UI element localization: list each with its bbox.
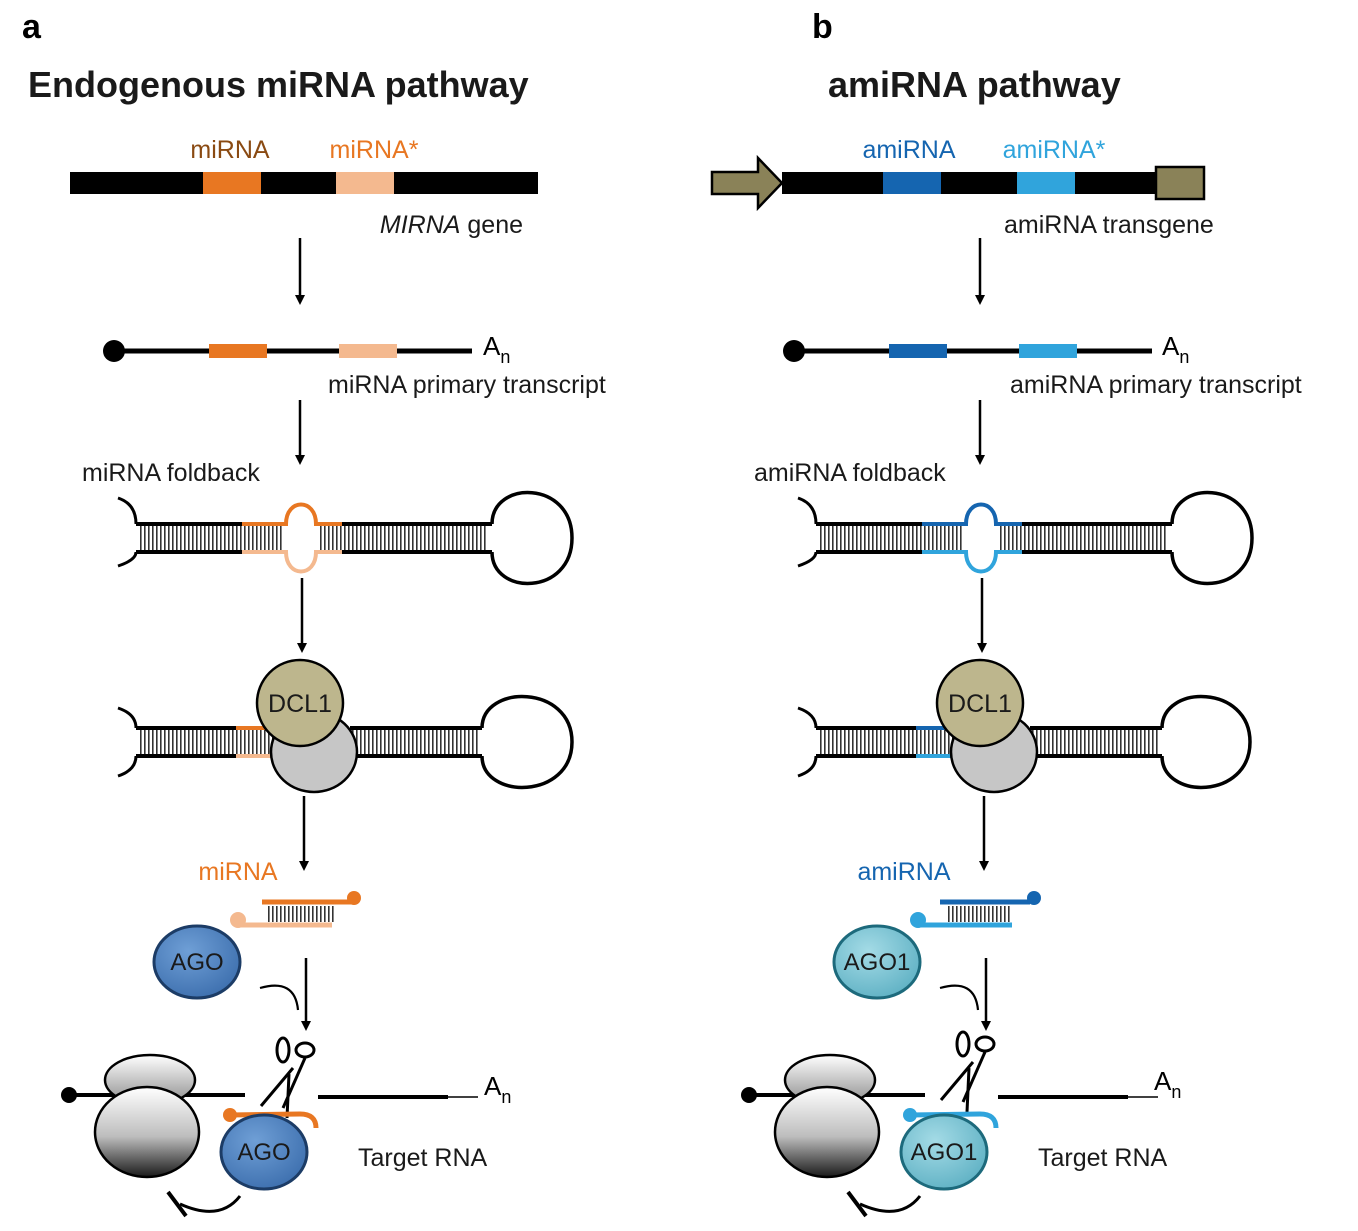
gene-label: MIRNA gene <box>380 211 523 239</box>
target-polyA: An <box>484 1071 511 1107</box>
foldback-label: miRNA foldback <box>82 459 260 487</box>
target-rna-b: An <box>741 1053 1181 1179</box>
ago-free <box>152 924 242 1000</box>
gene-mirna-star-segment <box>336 172 394 194</box>
dicer-label-b: DCL1 <box>948 690 1012 718</box>
ago-loading-arrow <box>259 984 300 1011</box>
ribosome-large <box>93 1085 201 1179</box>
gene-mirna-star-label: miRNA* <box>330 136 419 164</box>
target-polyA-b: An <box>1154 1066 1181 1102</box>
transcript-amirna-segment <box>889 344 947 358</box>
foldback-label-b: amiRNA foldback <box>754 459 946 487</box>
target-rna: An <box>61 1053 511 1179</box>
panel-a-letter: a <box>22 8 42 46</box>
bound-guide-end <box>223 1108 237 1122</box>
transgene-label: amiRNA transgene <box>1004 211 1214 239</box>
dicer-label: DCL1 <box>268 690 332 718</box>
transgene-amirna-segment <box>883 172 941 194</box>
ago-bound <box>219 1113 309 1191</box>
scissors-icon-b <box>939 1030 996 1113</box>
panel-a: a Endogenous miRNA pathway miRNA miRNA* … <box>22 8 606 1218</box>
foldback-hairpin-b <box>797 491 1254 585</box>
terminator-box <box>1154 165 1206 201</box>
scissors-icon <box>259 1036 316 1119</box>
inhibition-bar-b <box>846 1190 868 1218</box>
ago-free-label: AGO <box>170 949 223 976</box>
inhibition-arrow-b <box>859 1195 922 1213</box>
inhibition-arrow <box>179 1195 242 1213</box>
bound-guide <box>229 1111 319 1129</box>
bound-guide-b <box>909 1111 999 1129</box>
panel-b-letter: b <box>812 8 833 46</box>
panel-b: b amiRNA pathway amiRNA amiRNA* amiRNA t… <box>710 8 1302 1218</box>
gene-bar <box>70 172 538 194</box>
bound-guide-end-b <box>903 1108 917 1122</box>
primary-transcript-label-b: amiRNA primary transcript <box>1010 371 1302 399</box>
amirna-duplex <box>910 891 1041 928</box>
transgene-amirna-star-segment <box>1017 172 1075 194</box>
duplex-label-b: amiRNA <box>857 858 950 886</box>
transgene-amirna-star-label: amiRNA* <box>1003 136 1106 164</box>
transcript-mirna-star-segment <box>339 344 397 358</box>
polyA-label-b: An <box>1162 331 1189 367</box>
gene-mirna-label: miRNA <box>190 136 269 164</box>
transcript-mirna-segment <box>209 344 267 358</box>
ago-bound-label: AGO <box>237 1139 290 1166</box>
transgene-bar <box>782 172 1156 194</box>
primary-transcript-label: miRNA primary transcript <box>328 371 606 399</box>
transcript-amirna-star-segment <box>1019 344 1077 358</box>
dicer-processing: DCL1 <box>117 658 574 794</box>
dicer-head-b <box>935 658 1025 748</box>
dicer-head <box>255 658 345 748</box>
ago1-loading-arrow <box>939 984 980 1011</box>
duplex-label: miRNA <box>198 858 277 886</box>
inhibition-bar <box>166 1190 188 1218</box>
foldback-hairpin <box>117 491 574 585</box>
target-label: Target RNA <box>358 1144 488 1172</box>
ribosome-large-b <box>773 1085 881 1179</box>
dicer-processing-b: DCL1 <box>797 658 1252 794</box>
polyA-label: An <box>483 331 510 367</box>
target-label-b: Target RNA <box>1038 1144 1168 1172</box>
mirna-duplex <box>230 891 361 928</box>
panel-a-title: Endogenous miRNA pathway <box>28 64 529 105</box>
ago1-bound <box>899 1113 989 1191</box>
gene-mirna-segment <box>203 172 261 194</box>
promoter-arrow <box>710 154 784 212</box>
transgene-amirna-label: amiRNA <box>862 136 955 164</box>
ago1-free-label: AGO1 <box>844 949 911 976</box>
ago1-bound-label: AGO1 <box>911 1139 978 1166</box>
panel-b-title: amiRNA pathway <box>828 64 1121 105</box>
ago1-free <box>832 924 922 1000</box>
